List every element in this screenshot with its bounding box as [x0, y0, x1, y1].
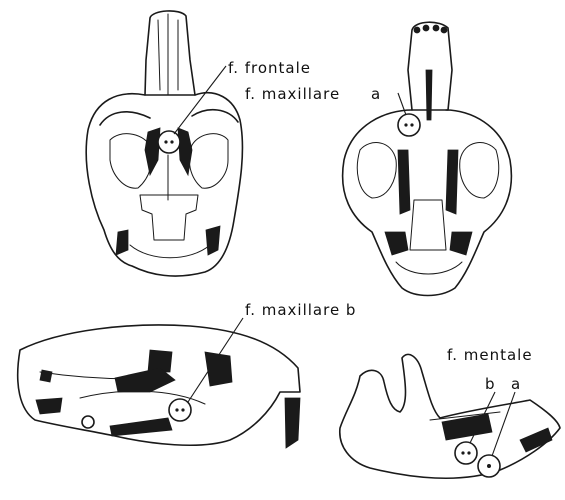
skull-ventral-view	[343, 22, 512, 295]
skull-lateral-view	[18, 325, 300, 448]
leader-frontale	[174, 66, 226, 134]
foramen-maxillare-b-marker	[169, 399, 191, 421]
skull-dorsal-view	[86, 11, 242, 276]
foramen-maxillare-a-marker	[398, 114, 420, 136]
label-maxillare-a-letter: a	[371, 85, 381, 103]
foramen-mentale-b-marker	[455, 442, 477, 464]
label-maxillare-a-text: f. maxillare	[245, 85, 340, 103]
leader-maxillare-b	[188, 318, 243, 402]
label-mentale-b: b	[485, 375, 496, 393]
foramen-frontale-marker	[158, 131, 180, 153]
leader-mentale-a	[492, 392, 515, 456]
label-mentale: f. mentale	[447, 346, 533, 364]
mandible-view	[340, 354, 560, 478]
label-frontale: f. frontale	[228, 59, 311, 77]
label-maxillare-b: f. maxillare b	[245, 301, 356, 319]
label-mentale-a: a	[511, 375, 521, 393]
